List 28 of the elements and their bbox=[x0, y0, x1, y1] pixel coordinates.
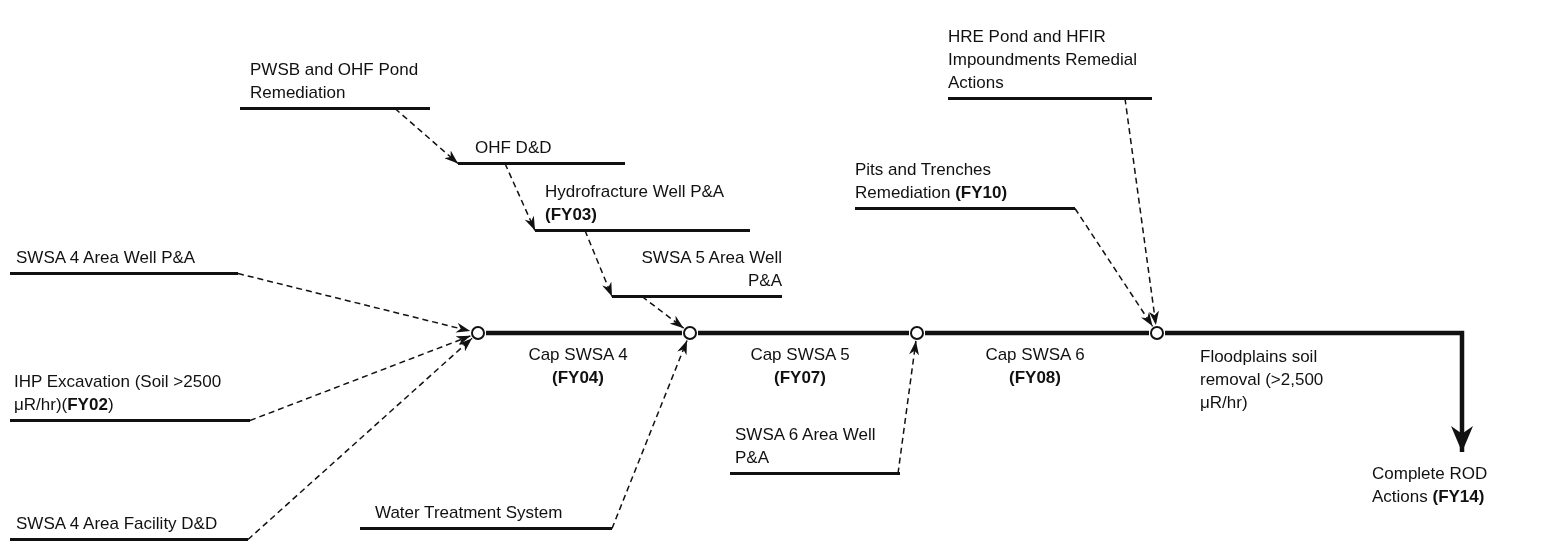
activity-label: IHP Excavation (Soil >2500 μR/hr)(FY02) bbox=[14, 371, 223, 416]
activity-label: Pits and Trenches Remediation (FY10) bbox=[855, 159, 1009, 204]
milestone-circle bbox=[471, 326, 485, 340]
activity-label: SWSA 5 Area Well P&A bbox=[640, 247, 782, 292]
dashed-arrow bbox=[394, 107, 459, 165]
activity-label: SWSA 4 Area Facility D&D bbox=[16, 513, 219, 535]
activity-label: OHF D&D bbox=[475, 137, 553, 159]
timeline-arrow bbox=[1165, 330, 1473, 452]
milestone-circle bbox=[910, 326, 924, 340]
activity-label: Hydrofracture Well P&A (FY03) bbox=[545, 181, 725, 226]
milestone-label: Complete ROD Actions (FY14) bbox=[1372, 463, 1489, 508]
activity-label: PWSB and OHF Pond Remediation bbox=[250, 59, 420, 104]
dashed-arrow bbox=[584, 229, 613, 298]
activity-label: Water Treatment System bbox=[375, 502, 564, 524]
milestone-circle bbox=[1150, 326, 1164, 340]
dashed-arrow bbox=[897, 340, 919, 475]
dashed-arrow bbox=[1074, 207, 1154, 328]
dashed-arrow bbox=[249, 335, 472, 422]
dashed-arrow bbox=[247, 337, 473, 541]
dashed-arrow bbox=[237, 272, 471, 333]
activity-label: SWSA 6 Area Well P&A bbox=[735, 424, 877, 469]
dashed-arrow bbox=[1124, 97, 1159, 326]
dashed-arrow bbox=[504, 162, 536, 232]
dashed-arrow bbox=[611, 339, 688, 530]
dashed-arrow bbox=[641, 295, 685, 329]
milestone-circle bbox=[683, 326, 697, 340]
activity-label: SWSA 4 Area Well P&A bbox=[16, 247, 197, 269]
activity-label: HRE Pond and HFIR Impoundments Remedial Actions bbox=[948, 26, 1138, 94]
